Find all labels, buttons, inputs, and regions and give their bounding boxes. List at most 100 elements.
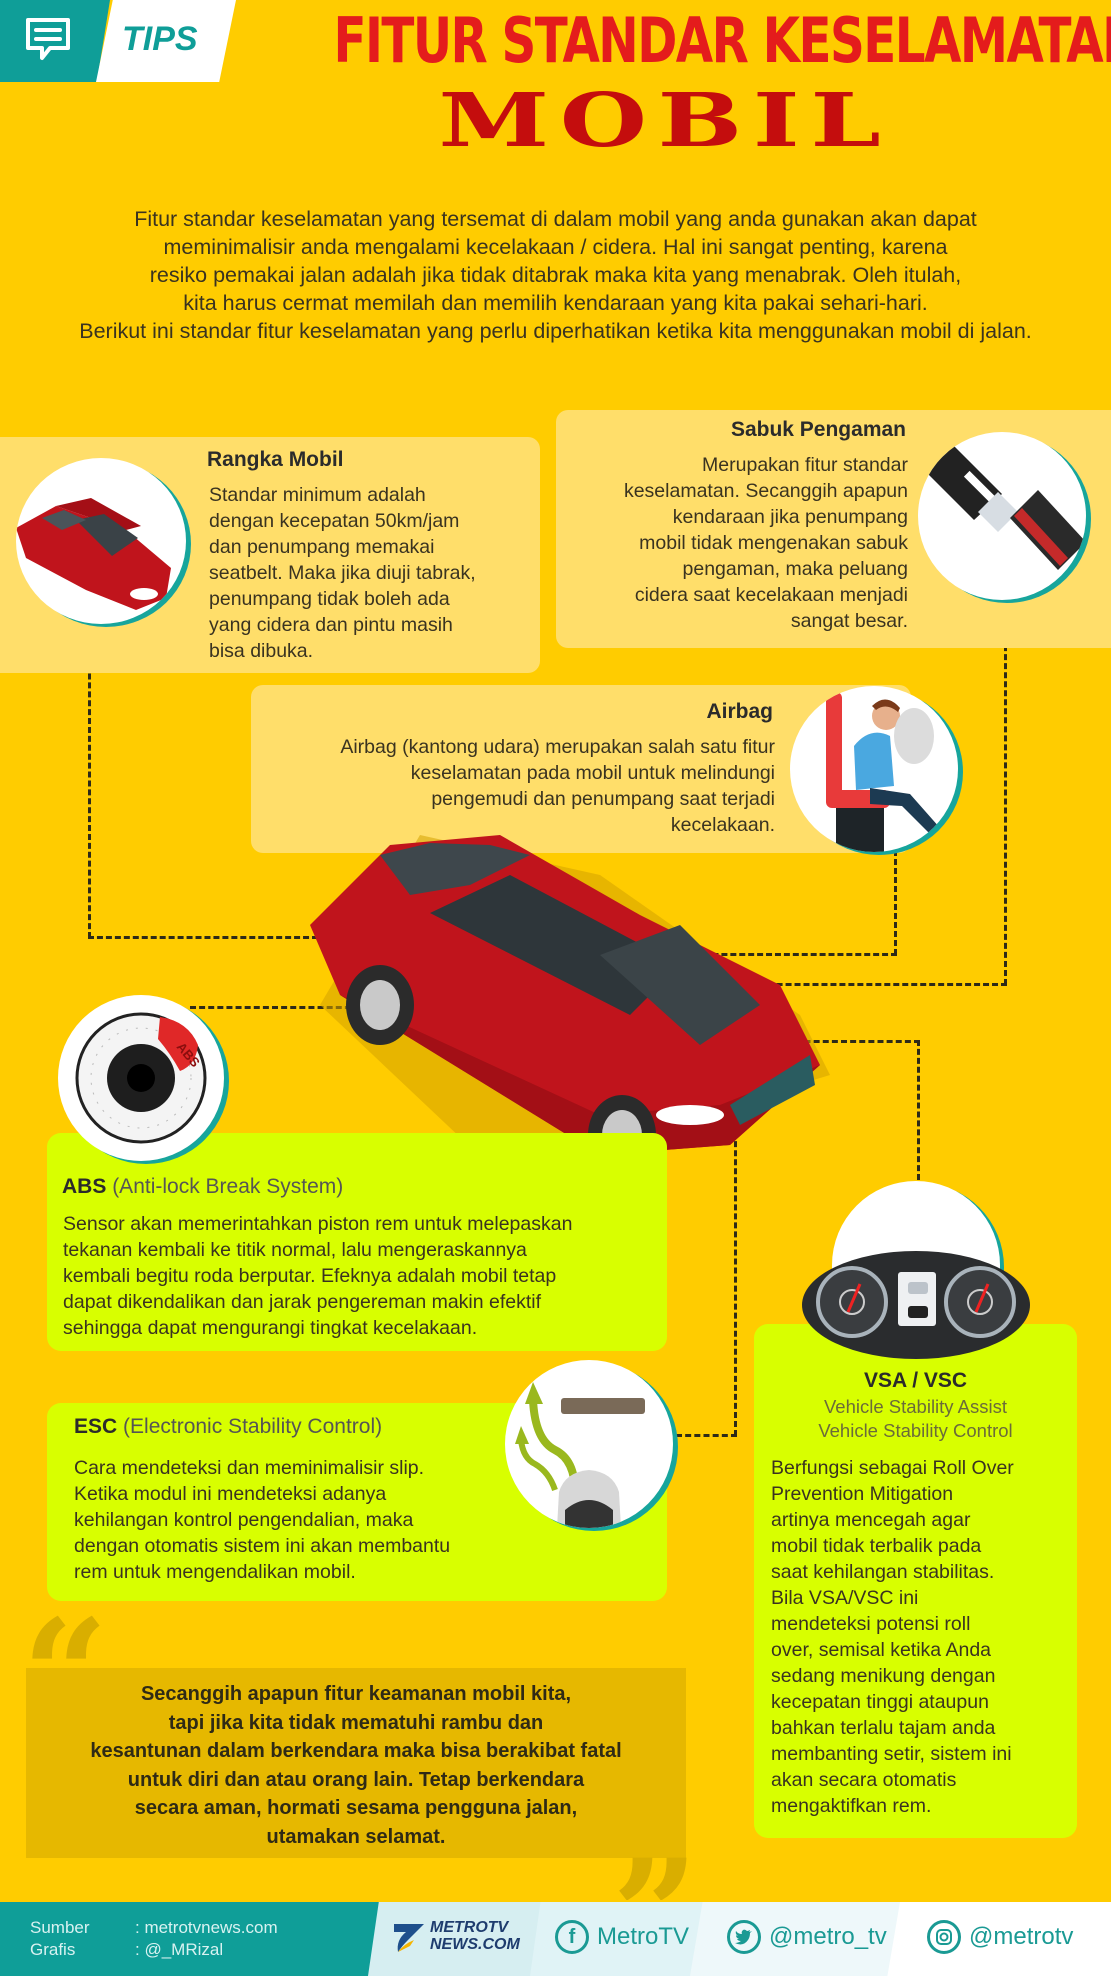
intro-line: meminimalisir anda mengalami kecelakaan …: [163, 235, 948, 259]
twitter-link[interactable]: @metro_tv: [727, 1920, 887, 1954]
graphic-value: : @_MRizal: [135, 1940, 224, 1959]
body-line: Bila VSA/VSC ini: [771, 1587, 919, 1609]
body-line: penumpang tidak boleh ada: [209, 588, 450, 610]
body-line: kecepatan tinggi ataupun: [771, 1691, 989, 1713]
rangka-body: Standar minimum adalah dengan kecepatan …: [209, 482, 476, 664]
body-line: cidera saat kecelakaan menjadi: [634, 584, 908, 606]
quote-line: utamakan selamat.: [266, 1825, 446, 1848]
body-line: kendaraan jika penumpang: [672, 506, 908, 528]
body-line: pengemudi dan penumpang saat terjadi: [431, 788, 775, 810]
facebook-handle: MetroTV: [597, 1923, 690, 1950]
instagram-link[interactable]: @metrotv: [927, 1920, 1073, 1954]
dashboard-gauges-icon: [802, 1251, 1030, 1359]
tips-badge: TIPS: [0, 0, 236, 82]
closing-quote-text: Secanggih apapun fitur keamanan mobil ki…: [26, 1680, 686, 1851]
body-line: akan secara otomatis: [771, 1769, 957, 1791]
source-value: : metrotvnews.com: [135, 1918, 278, 1937]
quote-line: untuk diri dan atau orang lain. Tetap be…: [127, 1768, 585, 1791]
quote-box: [26, 1668, 686, 1858]
body-line: seatbelt. Maka jika diuji tabrak,: [209, 562, 476, 584]
body-line: sangat besar.: [790, 610, 908, 632]
body-line: Merupakan fitur standar: [702, 454, 908, 476]
metrotv-logo[interactable]: METROTV NEWS.COM: [392, 1918, 520, 1954]
quote-line: Secanggih apapun fitur keamanan mobil ki…: [140, 1683, 572, 1705]
airbag-body: Airbag (kantong udara) merupakan salah s…: [251, 734, 775, 838]
body-line: Cara mendeteksi dan meminimalisir slip.: [74, 1457, 425, 1479]
body-line: tekanan kembali ke titik normal, lalu me…: [63, 1239, 527, 1261]
connector-line: [190, 1006, 360, 1009]
body-line: Berfungsi sebagai Roll Over: [771, 1457, 1014, 1479]
intro-paragraph: Fitur standar keselamatan yang tersemat …: [0, 205, 1111, 345]
body-line: Airbag (kantong udara) merupakan salah s…: [340, 736, 775, 758]
body-line: bahkan terlalu tajam anda: [771, 1717, 996, 1739]
connector-line: [734, 1078, 737, 1436]
chat-bubble-icon: [26, 18, 70, 60]
vsa-subtitle: Vehicle Stability Control: [818, 1420, 1013, 1441]
connector-line: [676, 1434, 737, 1437]
body-line: kehilangan kontrol pengendalian, maka: [74, 1509, 414, 1531]
intro-line: Berikut ini standar fitur keselamatan ya…: [79, 319, 1032, 343]
facebook-link[interactable]: f MetroTV: [555, 1920, 689, 1954]
graphic-label: Grafis: [30, 1940, 76, 1959]
body-line: sehingga dapat mengurangi tingkat kecela…: [63, 1317, 478, 1339]
seatbelt-icon: [918, 432, 1086, 600]
connector-line: [1004, 600, 1007, 985]
esc-title: ESC: [74, 1415, 118, 1438]
page-title-line2: MOBIL: [438, 78, 892, 164]
body-line: mobil tidak terbalik pada: [771, 1535, 982, 1557]
body-line: rem untuk mengendalikan mobil.: [74, 1561, 356, 1583]
body-line: Prevention Mitigation: [771, 1483, 954, 1505]
page-title-line1: FITUR STANDAR KESELAMATAN: [333, 4, 1111, 77]
esc-body: Cara mendeteksi dan meminimalisir slip. …: [74, 1455, 450, 1585]
card-vsa: [754, 1324, 1077, 1838]
footer: Sumber : metrotvnews.com Grafis : @_MRiz…: [0, 1902, 1111, 1976]
esc-heading: ESC (Electronic Stability Control): [74, 1415, 382, 1439]
connector-line: [650, 953, 897, 956]
facebook-icon: f: [555, 1920, 589, 1954]
abs-body: Sensor akan memerintahkan piston rem unt…: [63, 1211, 572, 1341]
body-line: over, semisal ketika Anda: [771, 1639, 992, 1661]
footer-credits-panel: [0, 1902, 380, 1976]
connector-line: [88, 620, 91, 938]
airbag-title: Airbag: [706, 700, 773, 723]
body-line: pengaman, maka peluang: [682, 558, 909, 580]
body-line: membanting setir, sistem ini: [771, 1743, 1012, 1765]
footer-twitter-panel: [690, 1902, 900, 1976]
body-line: dengan otomatis sistem ini akan membantu: [74, 1535, 451, 1557]
tips-label: TIPS: [122, 20, 198, 58]
vsa-subtitle: Vehicle Stability Assist: [823, 1396, 1008, 1417]
vsa-body: Berfungsi sebagai Roll Over Prevention M…: [771, 1455, 1014, 1819]
body-line: keselamatan pada mobil untuk melindungi: [410, 762, 775, 784]
sabuk-body: Merupakan fitur standar keselamatan. Sec…: [556, 452, 908, 634]
rangka-title: Rangka Mobil: [207, 448, 344, 471]
intro-line: kita harus cermat memilah dan memilih ke…: [183, 291, 928, 315]
airbag-icon: [790, 686, 958, 852]
connector-line: [88, 936, 318, 939]
body-line: mobil tidak mengenakan sabuk: [639, 532, 908, 554]
eagle-logo-icon: [394, 1924, 424, 1952]
connector-line: [917, 1040, 920, 1180]
tips-badge-white: [96, 0, 236, 82]
vsa-subtitles: Vehicle Stability Assist Vehicle Stabili…: [754, 1395, 1077, 1443]
intro-line: Fitur standar keselamatan yang tersemat …: [134, 207, 977, 231]
source-label: Sumber: [30, 1918, 90, 1937]
body-line: Ketika modul ini mendeteksi adanya: [74, 1483, 387, 1505]
connector-line: [615, 983, 1007, 986]
abs-heading: ABS (Anti-lock Break System): [62, 1175, 343, 1199]
skid-control-icon: [505, 1360, 673, 1528]
footer-logo-panel: [368, 1902, 548, 1976]
logo-text-line2: NEWS.COM: [430, 1936, 520, 1953]
body-line: mengaktifkan rem.: [771, 1795, 932, 1817]
logo-text-line1: METROTV: [430, 1919, 509, 1936]
quote-line: kesantunan dalam berkendara maka bisa be…: [90, 1740, 622, 1762]
body-line: yang cidera dan pintu masih: [209, 614, 453, 636]
body-line: sedang menikung dengan: [771, 1665, 996, 1687]
car-body-icon: [16, 458, 186, 624]
abs-subtitle: (Anti-lock Break System): [112, 1175, 344, 1198]
quote-line: tapi jika kita tidak mematuhi rambu dan: [168, 1711, 544, 1734]
body-line: kembali begitu roda berputar. Efeknya ad…: [63, 1265, 557, 1287]
intro-line: resiko pemakai jalan adalah jika tidak d…: [149, 263, 962, 287]
vsa-title: VSA / VSC: [863, 1369, 968, 1392]
body-line: dapat dikendalikan dan jarak pengereman …: [63, 1291, 542, 1313]
card-abs: [47, 1133, 667, 1351]
